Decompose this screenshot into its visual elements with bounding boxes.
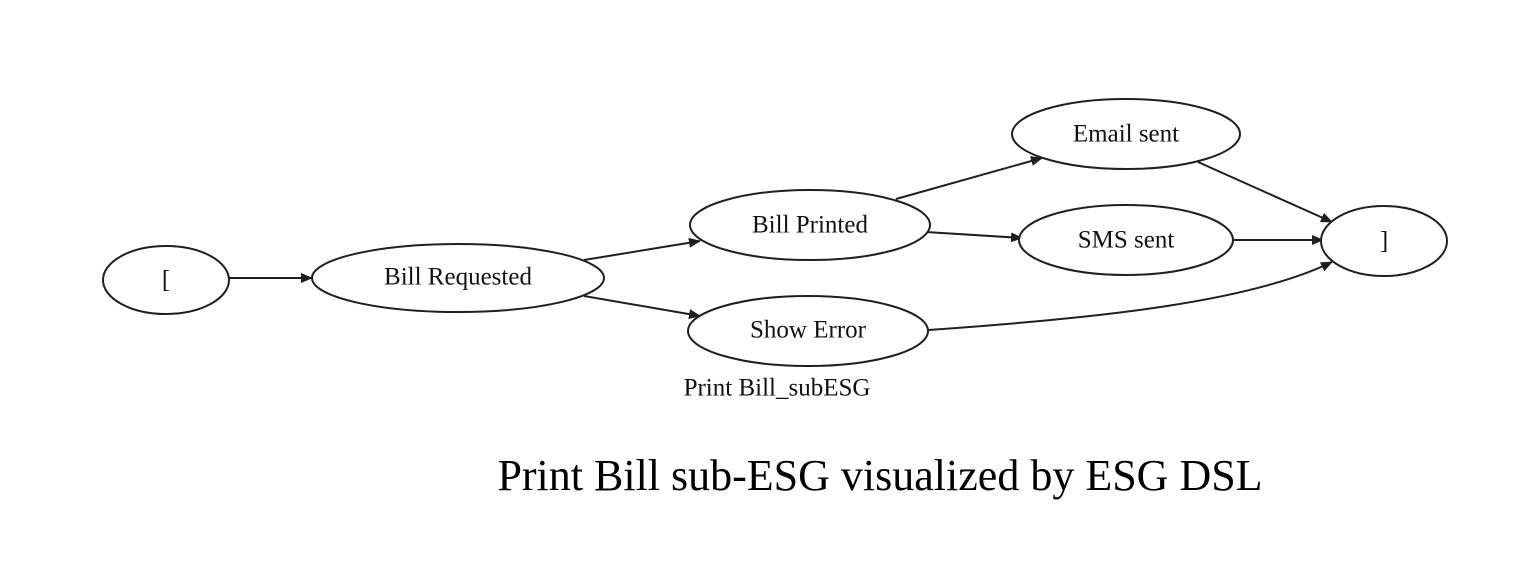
edges-layer xyxy=(228,156,1333,331)
node-sms-sent-label: SMS sent xyxy=(1078,227,1175,254)
node-sms-sent: SMS sent xyxy=(1018,204,1234,276)
node-bill-requested: Bill Requested xyxy=(311,243,605,313)
edge-email-sent-to-end xyxy=(1197,161,1333,223)
graph-label: Print Bill_subESG xyxy=(684,375,871,402)
node-email-sent: Email sent xyxy=(1011,98,1241,170)
edge-show-error-to-end xyxy=(927,261,1333,331)
node-start: [ xyxy=(102,245,230,315)
node-end: ] xyxy=(1320,205,1448,277)
node-end-label: ] xyxy=(1380,228,1388,255)
edge-bill-printed-to-email-sent xyxy=(895,156,1043,200)
node-start-label: [ xyxy=(162,267,170,294)
node-show-error-label: Show Error xyxy=(750,317,867,344)
edge-bill-requested-to-show-error xyxy=(583,295,701,320)
edge-bill-printed-to-sms-sent xyxy=(925,231,1023,243)
node-bill-printed-label: Bill Printed xyxy=(752,212,868,239)
node-show-error: Show Error xyxy=(687,295,929,367)
node-bill-printed: Bill Printed xyxy=(689,189,931,261)
figure-caption: Print Bill sub-ESG visualized by ESG DSL xyxy=(497,451,1263,500)
edge-bill-requested-to-bill-printed xyxy=(583,237,701,261)
node-bill-requested-label: Bill Requested xyxy=(384,264,532,291)
node-email-sent-label: Email sent xyxy=(1073,121,1179,148)
